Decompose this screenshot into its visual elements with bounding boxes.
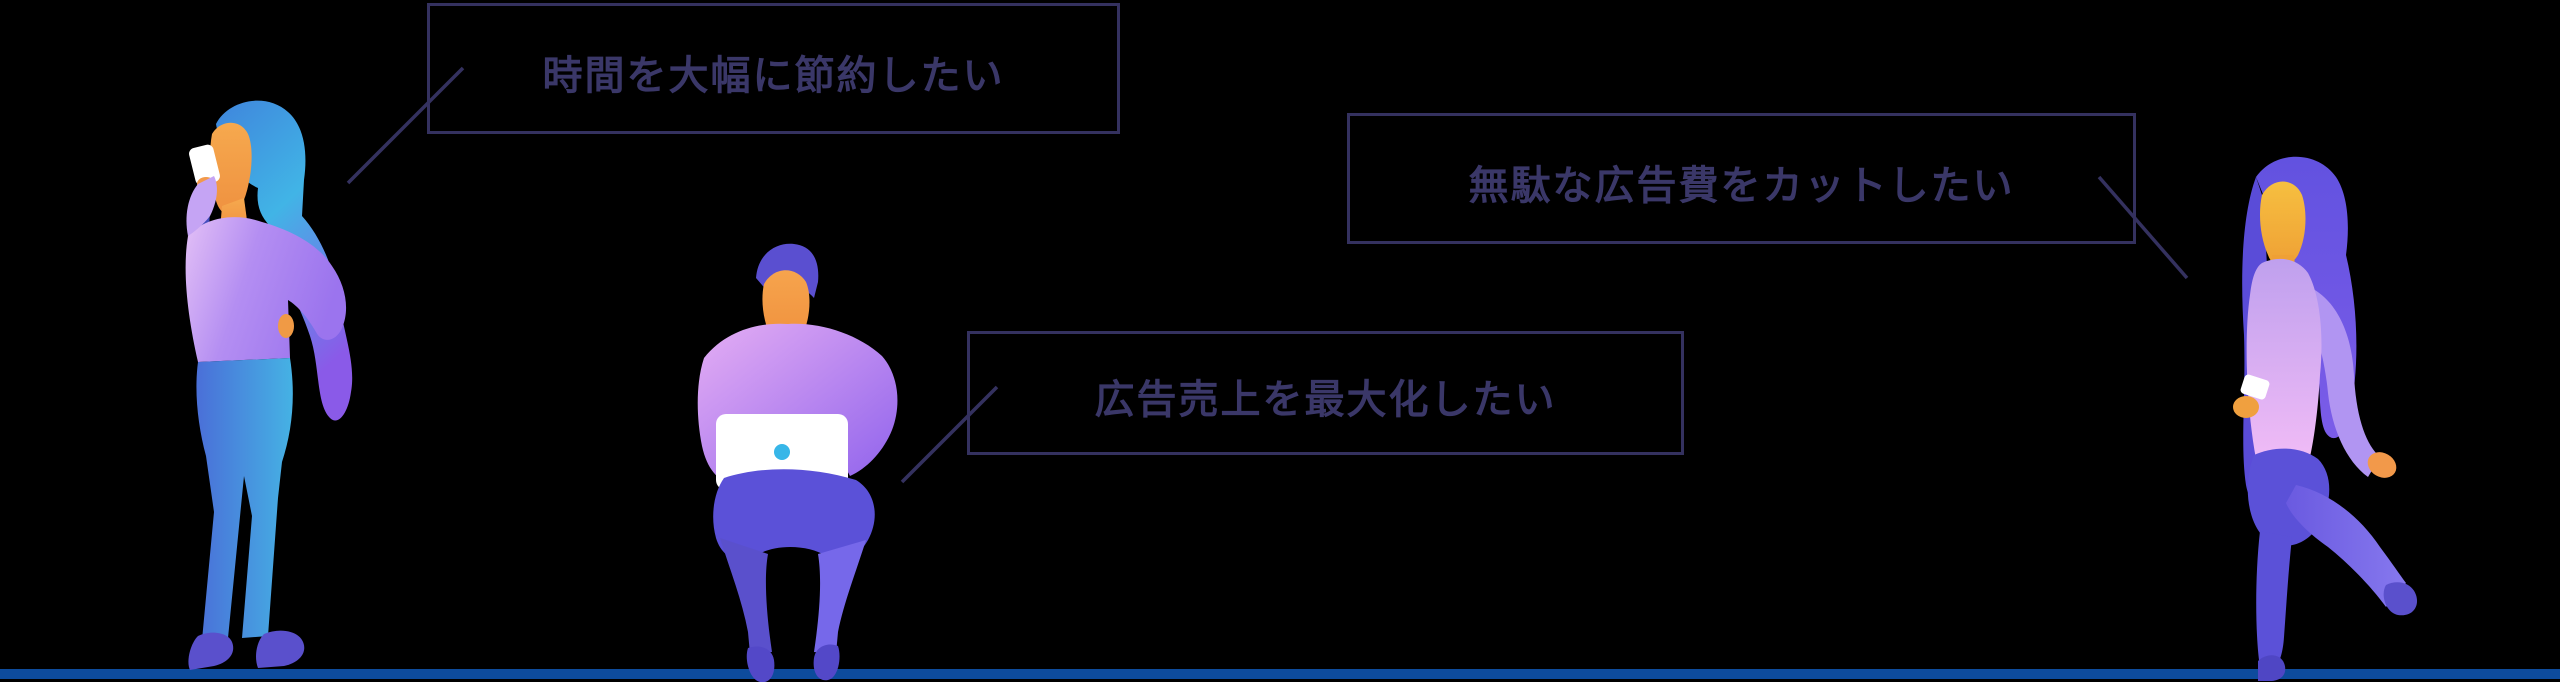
left-shoe <box>746 646 775 682</box>
laptop-logo-dot <box>774 444 790 460</box>
face <box>2260 181 2306 267</box>
crossed-leg <box>2286 485 2406 607</box>
standing-leg <box>2256 531 2292 667</box>
back-hand <box>2367 452 2397 478</box>
woman-talking-on-phone-illustration <box>185 100 353 670</box>
phone <box>189 144 220 186</box>
left-calf <box>720 538 772 654</box>
callout-box-cut-wasted-ad-cost: 無駄な広告費をカットしたい <box>1347 113 2136 244</box>
callout-label: 広告売上を最大化したい <box>1094 377 1557 423</box>
man-sitting-with-laptop-illustration <box>697 243 898 682</box>
callout-label: 無駄な広告費をカットしたい <box>1468 162 2015 209</box>
shirt-torso <box>185 217 347 362</box>
card-in-hand <box>2240 374 2270 400</box>
right-shoe <box>813 644 840 681</box>
face <box>210 122 252 215</box>
right-hand <box>278 314 294 338</box>
front-hand <box>2233 396 2259 418</box>
lifted-shoe <box>2383 582 2418 616</box>
left-shoe <box>188 632 234 670</box>
ground-bar <box>0 669 2560 679</box>
callout-box-save-time: 時間を大幅に節約したい <box>427 3 1120 134</box>
right-shoe <box>256 630 305 668</box>
callout-box-maximize-ad-revenue: 広告売上を最大化したい <box>967 331 1684 455</box>
blouse-torso <box>2246 258 2322 459</box>
standing-shoe <box>2258 655 2286 681</box>
woman-standing-leg-crossed-illustration <box>2233 156 2418 681</box>
left-sleeve <box>186 176 217 236</box>
callout-label: 時間を大幅に節約したい <box>542 52 1005 99</box>
hips <box>713 469 875 561</box>
right-calf <box>814 540 866 654</box>
pants-legs <box>196 358 293 640</box>
